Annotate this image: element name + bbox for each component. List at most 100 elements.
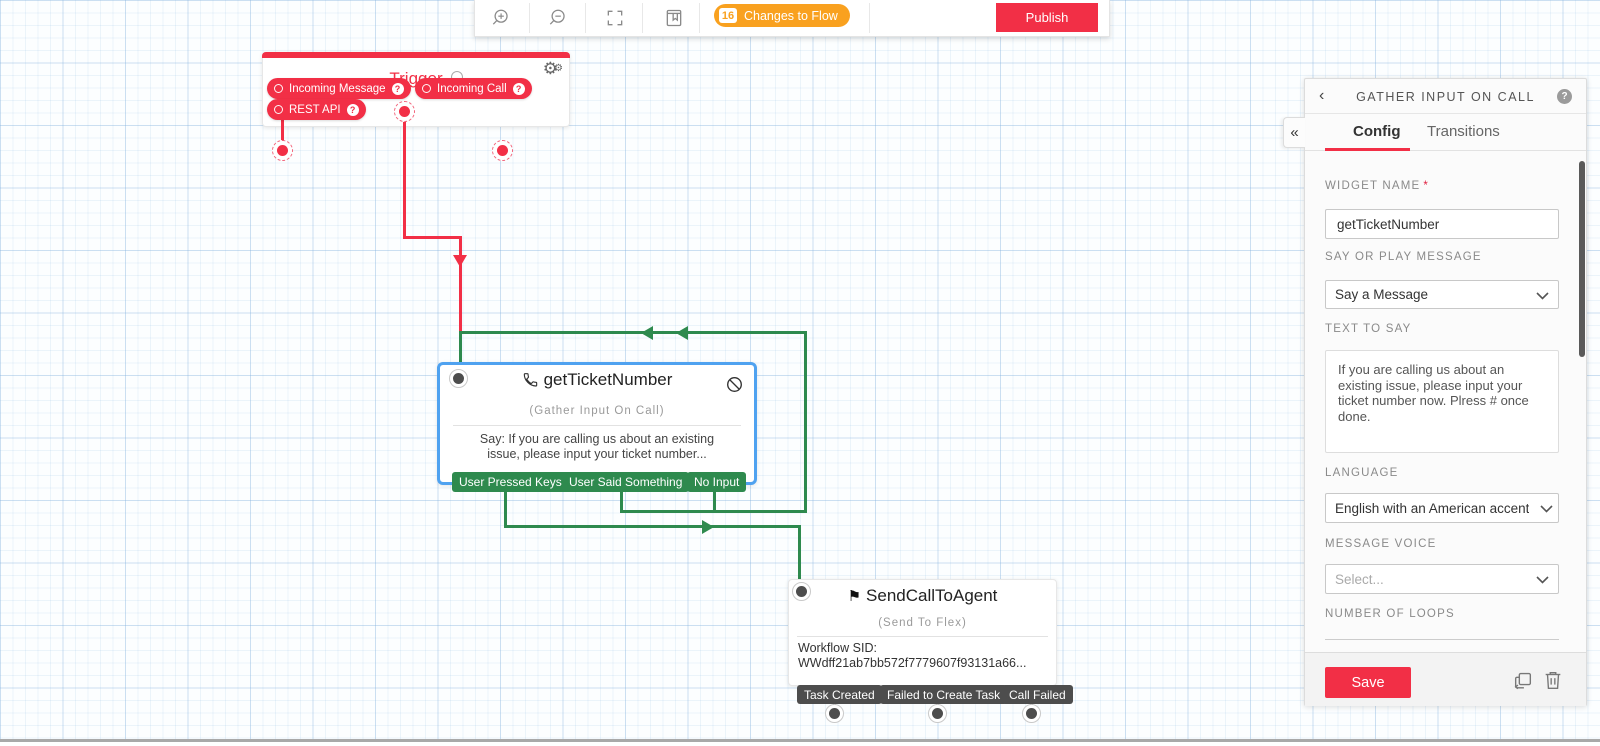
changes-to-flow-badge[interactable]: 16 Changes to Flow: [714, 4, 850, 27]
transition-arrow: [641, 326, 653, 340]
connector-dot[interactable]: [1022, 704, 1041, 723]
canvas-bottom-edge: [0, 739, 1600, 742]
connector-dot[interactable]: [449, 369, 468, 388]
widget-title-row: ⚑ SendCallToAgent: [789, 586, 1056, 606]
chevron-down-icon: [1540, 505, 1553, 513]
connector-line: [459, 236, 462, 332]
connector-dot[interactable]: [928, 704, 947, 723]
widget-config-panel: ‹ GATHER INPUT ON CALL ? Config Transiti…: [1304, 78, 1587, 706]
trigger-accent-bar: [262, 52, 570, 58]
toolbar-separator: [585, 3, 586, 33]
toolbar-separator: [529, 3, 530, 33]
changes-label: Changes to Flow: [744, 8, 838, 23]
number-of-loops-input-edge[interactable]: [1325, 639, 1559, 640]
transition-pill-failed-to-create-task[interactable]: Failed to Create Task: [880, 685, 1008, 704]
trigger-pill-incoming-message[interactable]: Incoming Message ?: [267, 78, 411, 99]
language-select[interactable]: English with an American accent: [1325, 493, 1559, 523]
help-icon[interactable]: ?: [512, 82, 525, 95]
magnifier-minus-icon: [549, 9, 565, 25]
divider: [797, 636, 1048, 637]
connector-arrow: [453, 255, 467, 267]
toolbar-separator: [642, 3, 643, 33]
workflow-label: Workflow SID:: [798, 641, 877, 655]
zoom-in-button[interactable]: [486, 2, 518, 34]
gear-icon[interactable]: ⚙⚙: [542, 59, 563, 78]
library-button[interactable]: [658, 2, 690, 34]
connector-dot[interactable]: [825, 704, 844, 723]
transition-pill-user-said-something[interactable]: User Said Something: [562, 472, 690, 492]
widget-summary: Say: If you are calling us about an exis…: [479, 432, 715, 461]
transition-line: [798, 525, 801, 587]
transition-pill-task-created[interactable]: Task Created: [797, 685, 882, 704]
book-bookmark-icon: [666, 9, 682, 27]
transition-line: [620, 490, 623, 512]
gather-input-widget[interactable]: getTicketNumber (Gather Input On Call) S…: [437, 362, 757, 485]
toolbar-separator: [699, 3, 700, 33]
say-or-play-select[interactable]: Say a Message: [1325, 280, 1559, 309]
message-voice-select[interactable]: Select...: [1325, 564, 1559, 594]
panel-footer: Save: [1305, 652, 1586, 706]
zoom-out-button[interactable]: [543, 2, 575, 34]
panel-collapse-button[interactable]: «: [1283, 117, 1305, 148]
tab-config[interactable]: Config: [1353, 123, 1401, 140]
back-chevron-icon[interactable]: ‹: [1319, 87, 1325, 104]
transition-line: [459, 331, 462, 364]
help-icon[interactable]: ?: [391, 82, 404, 95]
panel-scrollbar-thumb[interactable]: [1579, 161, 1585, 357]
trigger-pill-rest-api[interactable]: REST API ?: [267, 99, 366, 120]
toolbar-separator: [869, 3, 870, 33]
tab-transitions[interactable]: Transitions: [1427, 123, 1500, 140]
send-to-flex-widget[interactable]: ⚑ SendCallToAgent (Send To Flex) Workflo…: [788, 579, 1057, 686]
corner-brackets-icon: [607, 10, 623, 26]
active-tab-underline: [1325, 148, 1410, 151]
widget-name-input[interactable]: getTicketNumber: [1325, 209, 1559, 239]
number-of-loops-label: NUMBER OF LOOPS: [1325, 608, 1455, 620]
transition-line: [459, 331, 807, 334]
widget-title-row: getTicketNumber: [440, 370, 754, 390]
connector-line: [403, 112, 406, 239]
help-icon[interactable]: ?: [1557, 89, 1572, 104]
flex-flag-icon: ⚑: [847, 588, 862, 605]
transition-pill-no-input[interactable]: No Input: [687, 472, 747, 492]
panel-header: ‹ GATHER INPUT ON CALL ?: [1305, 79, 1586, 114]
widget-type: (Send To Flex): [878, 617, 967, 629]
transition-pill-user-pressed-keys[interactable]: User Pressed Keys: [452, 472, 569, 492]
divider: [453, 425, 741, 426]
widget-name-label: WIDGET NAME*: [1325, 180, 1430, 192]
text-to-say-label: TEXT TO SAY: [1325, 323, 1412, 335]
connector-ring-icon: [274, 84, 283, 93]
required-asterisk: *: [1423, 180, 1430, 192]
publish-button[interactable]: Publish: [996, 3, 1098, 32]
circle-slash-icon[interactable]: [726, 376, 743, 393]
connector-ring-icon: [422, 84, 431, 93]
message-voice-label: MESSAGE VOICE: [1325, 538, 1437, 550]
trash-icon[interactable]: [1542, 669, 1564, 691]
text-to-say-textarea[interactable]: If you are calling us about an existing …: [1325, 350, 1559, 453]
chevron-down-icon: [1536, 576, 1549, 584]
widget-title: SendCallToAgent: [866, 586, 998, 605]
transition-line: [713, 490, 716, 512]
save-button[interactable]: Save: [1325, 667, 1411, 698]
transition-pill-call-failed[interactable]: Call Failed: [1002, 685, 1073, 704]
panel-title: GATHER INPUT ON CALL: [1356, 90, 1535, 104]
magnifier-plus-icon: [492, 9, 508, 25]
connector-line: [281, 119, 284, 147]
say-or-play-label: SAY OR PLAY MESSAGE: [1325, 251, 1482, 263]
language-label: LANGUAGE: [1325, 467, 1399, 479]
widget-title: getTicketNumber: [543, 370, 673, 389]
help-icon[interactable]: ?: [346, 103, 359, 116]
fit-screen-button[interactable]: [599, 2, 631, 34]
widget-summary: Workflow SID: WWdff21ab7bb572f7779607f93…: [798, 641, 1047, 671]
connector-ring-icon: [274, 105, 283, 114]
connector-dot[interactable]: [792, 582, 811, 601]
trigger-pill-incoming-call[interactable]: Incoming Call ?: [415, 78, 532, 99]
connector-dot[interactable]: [492, 140, 513, 161]
transition-line: [504, 490, 507, 528]
transition-line: [804, 331, 807, 513]
connector-dot[interactable]: [394, 101, 415, 122]
chevron-double-left-icon: «: [1290, 124, 1299, 141]
connector-line: [403, 236, 462, 239]
connector-dot[interactable]: [272, 140, 293, 161]
duplicate-icon[interactable]: [1512, 669, 1534, 691]
